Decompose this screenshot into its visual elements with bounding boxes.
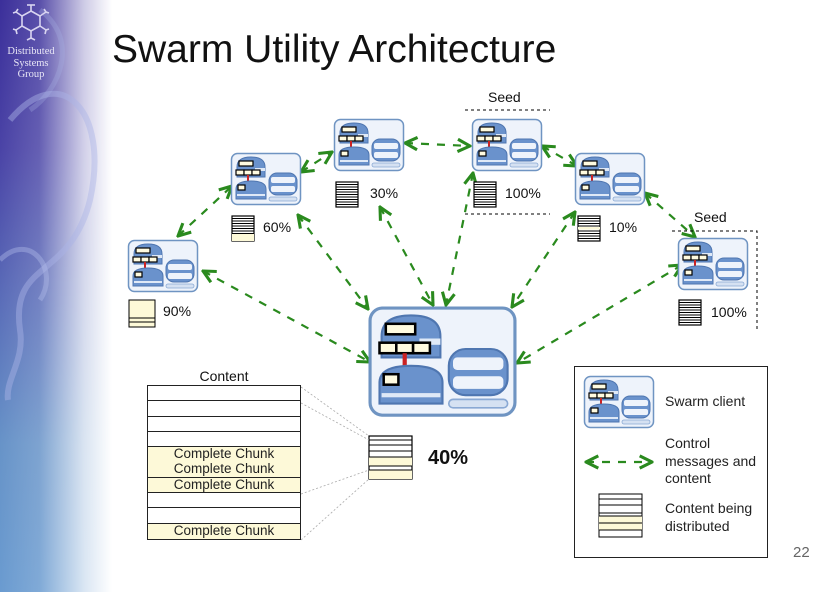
content-row: Complete Chunk <box>148 447 300 463</box>
legend-chunks-label: Content being distributed <box>665 500 752 535</box>
seed-1-label: Seed <box>488 89 521 105</box>
legend-chunks-icon <box>598 493 643 538</box>
percent-a: 90% <box>163 303 192 319</box>
arrow-seed1-center <box>446 173 473 305</box>
swarm-client-b <box>230 152 302 206</box>
percent-seed-2: 100% <box>711 304 747 320</box>
logo-text: Distributed Systems Group <box>0 46 62 81</box>
swarm-client-center <box>370 308 515 415</box>
chunks-icon-d-fill <box>578 227 600 230</box>
decorative-swirl <box>0 8 98 401</box>
content-row <box>148 493 300 509</box>
seed-client-1 <box>471 118 543 172</box>
chunks-icon-center <box>368 435 413 480</box>
legend-swarm-client-icon <box>583 375 655 429</box>
arrow-d-seed2 <box>645 193 695 237</box>
arrow-c-seed1 <box>405 143 470 146</box>
chunks-icon-a <box>128 299 156 328</box>
dsg-logo: Distributed Systems Group <box>0 4 62 81</box>
logo-line-2: Systems <box>13 57 49 69</box>
arrow-c-center <box>380 207 433 305</box>
content-row <box>148 386 300 402</box>
content-row: Complete Chunk <box>148 477 300 494</box>
arrow-seed2-center <box>517 265 682 363</box>
legend-arrow-label: Control messages and content <box>665 435 756 488</box>
seed-client-2 <box>677 237 749 291</box>
content-mapping-lines <box>300 386 370 541</box>
swarm-client-d <box>574 152 646 206</box>
legend-swarm-client-label: Swarm client <box>665 393 746 409</box>
content-row <box>148 416 300 432</box>
content-table: Complete Chunk Complete Chunk Complete C… <box>147 385 301 540</box>
legend-chunks-label-line: Content being <box>665 500 753 516</box>
legend-arrow-label-line: Control <box>665 435 711 451</box>
percent-d: 10% <box>609 219 638 235</box>
legend-chunks-label-line: distributed <box>665 517 730 534</box>
arrow-b-center <box>298 215 368 309</box>
content-title: Content <box>199 368 249 384</box>
logo-line-1: Distributed <box>7 46 55 57</box>
sidebar-banner <box>0 0 112 592</box>
percent-b: 60% <box>263 219 292 235</box>
snowflake-hex-icon <box>12 4 50 41</box>
percent-c: 30% <box>370 185 399 201</box>
legend-arrow-label-line: content <box>665 470 711 486</box>
content-row: Complete Chunk <box>148 523 300 539</box>
content-row <box>148 508 300 524</box>
legend-arrow-label-line: messages and <box>665 452 757 469</box>
logo-line-3: Group <box>17 69 45 80</box>
content-row <box>148 401 300 417</box>
chunks-icon-seed2 <box>678 299 702 326</box>
arrow-d-center <box>512 212 575 307</box>
arrow-a-b <box>178 186 232 236</box>
arrow-seed1-d <box>542 146 577 166</box>
content-row <box>148 431 300 448</box>
arrow-b-c <box>301 152 332 172</box>
swarm-client-a <box>127 239 199 293</box>
chunks-icon-seed1 <box>473 181 497 208</box>
percent-center: 40% <box>428 447 469 469</box>
connection-arrows <box>178 143 695 363</box>
content-row: Complete Chunk <box>148 462 300 478</box>
slide-title: Swarm Utility Architecture <box>112 28 557 71</box>
page-number: 22 <box>793 544 810 561</box>
percent-seed-1: 100% <box>505 185 541 201</box>
seed-2-label: Seed <box>694 209 727 225</box>
chunks-icon-b-fill <box>232 234 254 241</box>
arrow-a-center <box>203 271 370 362</box>
seed-2-dashbox <box>672 230 758 330</box>
chunks-icon-c <box>335 181 359 208</box>
swarm-client-c <box>333 118 405 172</box>
